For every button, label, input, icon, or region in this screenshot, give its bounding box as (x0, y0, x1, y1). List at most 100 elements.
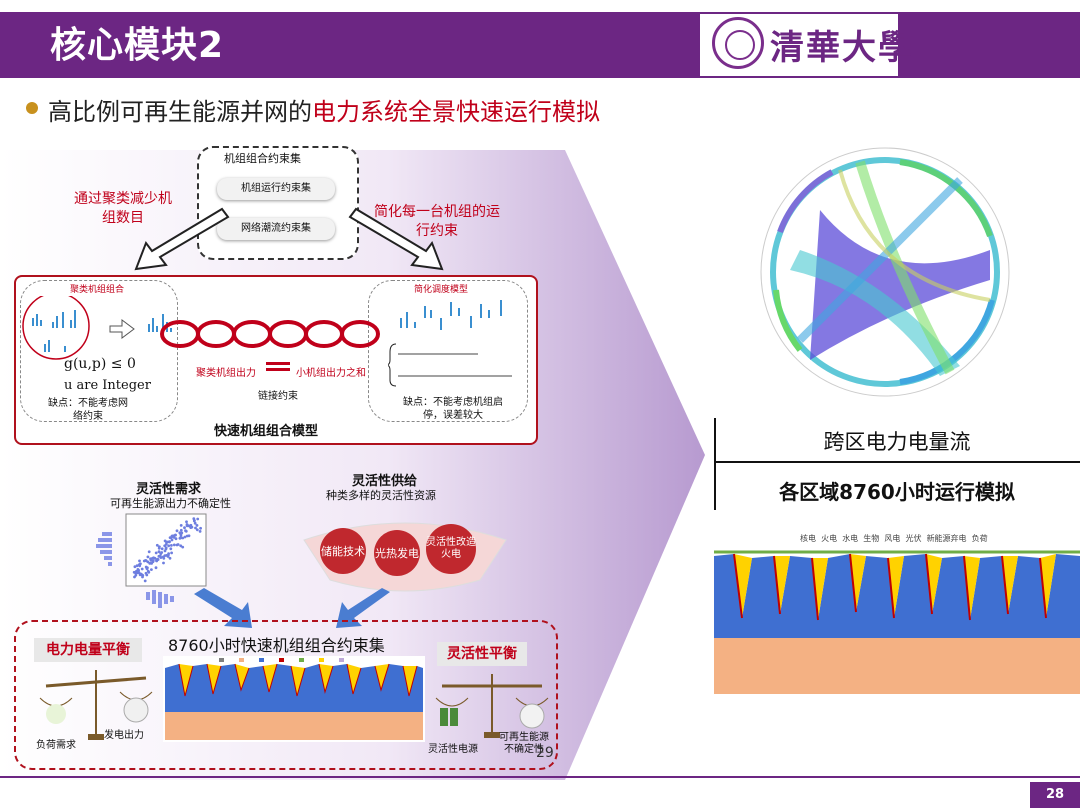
scatter-point (173, 536, 176, 539)
page-number: 28 (1030, 782, 1080, 808)
cross-region-flow-label: 跨区电力电量流 (714, 426, 1080, 456)
legend-item: 生物 (863, 534, 879, 543)
scatter-point (147, 556, 150, 559)
dispatch-drawback: 缺点：不能考虑机组启停，误差较大 (398, 396, 508, 422)
scatter-point (174, 534, 177, 537)
scatter-point (192, 517, 195, 520)
scatter-point (176, 529, 179, 532)
scatter-point (191, 526, 194, 529)
balance-scale-right-icon (434, 670, 552, 740)
scatter-point (186, 524, 189, 527)
power-energy-balance-label: 电力电量平衡 (34, 638, 142, 662)
formula-constraint: g(u,p) ≤ 0 (64, 356, 136, 372)
scatter-point (145, 574, 148, 577)
legend-item: 负荷 (972, 534, 988, 543)
model-caption: 快速机组组合模型 (214, 420, 318, 439)
storage-tech-badge: 储能技术 (320, 528, 366, 574)
scatter-point (137, 569, 140, 572)
scatter-point (184, 529, 187, 532)
scatter-point (158, 550, 161, 553)
scatter-point (148, 550, 151, 553)
right-down-arrow-icon (348, 205, 448, 273)
scatter-point (146, 567, 149, 570)
scatter-point (169, 547, 172, 550)
cluster-uc-title: 聚类机组组合 (70, 282, 124, 295)
scatter-point (152, 560, 155, 563)
scatter-point (159, 555, 162, 558)
flex-source-label: 灵活性电源 (428, 740, 478, 755)
scatter-point (180, 536, 183, 539)
cluster-bars-graphic (18, 296, 178, 360)
dispatch-formula-graphic (388, 340, 518, 390)
scatter-point (170, 552, 173, 555)
scatter-point (167, 544, 170, 547)
scatter-point (173, 544, 176, 547)
scatter-point (145, 559, 148, 562)
subtitle-plain: 高比例可再生能源并网的 (48, 98, 312, 126)
scatter-point (166, 541, 169, 544)
solar-thermal-badge: 光热发电 (374, 530, 420, 576)
scatter-point (199, 527, 202, 530)
chain-right-label: 小机组出力之和 (296, 364, 366, 379)
scatter-point (183, 526, 186, 529)
scatter-point (148, 562, 151, 565)
left-down-arrow-icon (130, 205, 230, 273)
scatter-point (162, 562, 165, 565)
scatter-point (185, 520, 188, 523)
inner-page-number: 29 (536, 745, 554, 761)
scatter-point (170, 544, 173, 547)
legend-item: 火电 (821, 534, 837, 543)
scatter-point (157, 558, 160, 561)
slide-title: 核心模块2 (50, 16, 224, 68)
legend-item: 水电 (842, 534, 858, 543)
scatter-point (164, 550, 167, 553)
flexible-thermal-badge: 灵活性改造火电 (426, 524, 476, 574)
formula-integer: u are Integer (64, 378, 151, 393)
scatter-point (161, 547, 164, 550)
scatter-point (141, 568, 144, 571)
dispatch-model-title: 简化调度模型 (414, 282, 468, 295)
university-logo-text: 清華大學 (770, 20, 914, 69)
scatter-point (155, 566, 158, 569)
scatter-point (144, 580, 147, 583)
dispatch-bars-graphic (380, 296, 520, 336)
scatter-point (199, 530, 202, 533)
constraint-set-title: 机组组合约束集 (224, 150, 301, 166)
scatter-point (196, 518, 199, 521)
scatter-point (140, 573, 143, 576)
bottom-title: 8760小时快速机组组合约束集 (168, 632, 385, 656)
chain-left-label: 聚类机组出力 (196, 364, 256, 379)
scatter-point (163, 544, 166, 547)
legend-item: 风电 (884, 534, 900, 543)
legend-item: 新能源弃电 (927, 534, 967, 543)
scatter-point (164, 540, 167, 543)
scatter-point (160, 551, 163, 554)
flex-demand-subtitle: 可再生能源出力不确定性 (110, 495, 231, 511)
scatter-point (177, 543, 180, 546)
scatter-point (194, 527, 197, 530)
scatter-point (138, 560, 141, 563)
scatter-point (180, 524, 183, 527)
scatter-point (150, 568, 153, 571)
panel-divider (714, 461, 1080, 463)
chain-caption: 链接约束 (258, 387, 298, 402)
scatter-point (171, 539, 174, 542)
scatter-point (167, 554, 170, 557)
generation-label: 发电出力 (104, 726, 144, 741)
footer-line (0, 776, 1080, 778)
cluster-drawback: 缺点：不能考虑网络约束 (48, 397, 128, 423)
unit-constraint-pill: 机组运行约束集 (217, 178, 335, 200)
subtitle: 高比例可再生能源并网的电力系统全景快速运行模拟 (48, 92, 600, 127)
scatter-point (135, 572, 138, 575)
regional-simulation-label: 各区域8760小时运行模拟 (714, 476, 1080, 505)
equal-sign-icon (266, 360, 290, 370)
chord-diagram-graphic (740, 140, 1030, 410)
chart-legend: 核电 火电 水电 生物 风电 光伏 新能源弃电 负荷 (800, 533, 1080, 545)
legend-item: 核电 (800, 534, 816, 543)
scatter-point (158, 547, 161, 550)
scatter-point (139, 562, 142, 565)
subtitle-highlight: 电力系统全景快速运行模拟 (312, 98, 600, 126)
legend-item: 光伏 (905, 534, 921, 543)
flex-supply-subtitle: 种类多样的灵活性资源 (326, 487, 436, 503)
scatter-point (181, 546, 184, 549)
